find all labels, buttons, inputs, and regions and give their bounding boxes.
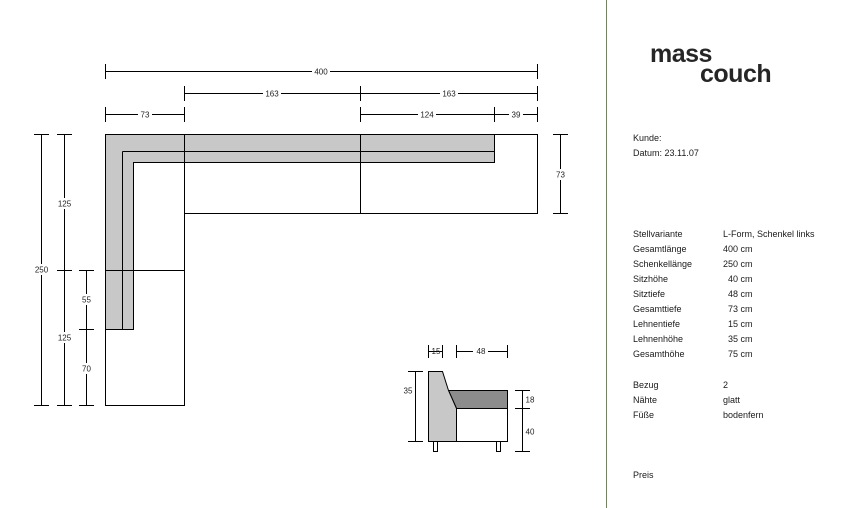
spec-label: Sitztiefe bbox=[633, 289, 666, 299]
dim-73-right: 73 bbox=[556, 171, 565, 180]
brand-line-2: couch bbox=[700, 60, 772, 88]
side-foot-back bbox=[496, 441, 501, 452]
backrest-l-shape bbox=[105, 134, 495, 330]
spec-row: Gesamttiefe 73 cm bbox=[633, 302, 815, 317]
price-label: Preis bbox=[633, 470, 654, 480]
dim-163-right: 163 bbox=[442, 90, 456, 99]
spec-label: Lehnenhöhe bbox=[633, 334, 684, 344]
dim-400: 400 bbox=[314, 68, 328, 77]
spec-label: Lehnentiefe bbox=[633, 319, 681, 329]
spec-row: Sitzhöhe 40 cm bbox=[633, 272, 815, 287]
dim-70: 70 bbox=[82, 365, 91, 374]
option-row: Nähte glatt bbox=[633, 393, 764, 408]
spec-value: 15 cm bbox=[723, 319, 753, 329]
dim-39: 39 bbox=[512, 111, 521, 120]
sofa-technical-drawing: 400 163 163 73 124 39 73 250 125 125 55 … bbox=[33, 64, 568, 452]
spec-table: Stellvariante L-Form, Schenkel links Gesa… bbox=[633, 227, 815, 362]
side-foot-front bbox=[433, 441, 438, 452]
spec-row: Stellvariante L-Form, Schenkel links bbox=[633, 227, 815, 242]
spec-value: 48 cm bbox=[723, 289, 753, 299]
page-divider bbox=[606, 0, 607, 508]
option-label: Bezug bbox=[633, 380, 659, 390]
option-value: 2 bbox=[723, 380, 729, 390]
dim-lines-left bbox=[34, 134, 94, 406]
dim-55: 55 bbox=[82, 296, 91, 305]
sofa-side-view bbox=[408, 345, 530, 452]
brand-line-1: mass bbox=[650, 40, 712, 68]
date-label: Datum: 23.11.07 bbox=[633, 148, 699, 158]
spec-label: Gesamttiefe bbox=[633, 304, 682, 314]
option-label: Nähte bbox=[633, 395, 658, 405]
spec-row: Lehnentiefe 15 cm bbox=[633, 317, 815, 332]
dim-125-upper: 125 bbox=[58, 200, 72, 209]
spec-label: Gesamtlänge bbox=[633, 244, 687, 254]
brand-logo: mass couch bbox=[650, 40, 772, 88]
dim-250: 250 bbox=[35, 266, 49, 275]
option-row: Füße bodenfern bbox=[633, 408, 764, 423]
spec-label: Gesamthöhe bbox=[633, 349, 685, 359]
side-seat-cushion bbox=[447, 390, 508, 409]
dim-18: 18 bbox=[526, 396, 535, 405]
side-backrest bbox=[428, 371, 457, 442]
dim-163-left: 163 bbox=[265, 90, 279, 99]
spec-value: 250 cm bbox=[723, 259, 753, 269]
customer-label: Kunde: bbox=[633, 133, 662, 143]
spec-label: Schenkellänge bbox=[633, 259, 693, 269]
options-table: Bezug 2 Nähte glatt Füße bodenfern bbox=[633, 378, 764, 423]
spec-label: Stellvariante bbox=[633, 229, 683, 239]
dim-125-lower: 125 bbox=[58, 334, 72, 343]
dim-48: 48 bbox=[477, 347, 486, 356]
spec-row: Lehnenhöhe 35 cm bbox=[633, 332, 815, 347]
dim-124: 124 bbox=[420, 111, 434, 120]
option-row: Bezug 2 bbox=[633, 378, 764, 393]
dimension-labels: 400 163 163 73 124 39 73 250 125 125 55 … bbox=[33, 66, 568, 437]
spec-value: 40 cm bbox=[723, 274, 753, 284]
option-label: Füße bbox=[633, 410, 655, 420]
spec-row: Sitztiefe 48 cm bbox=[633, 287, 815, 302]
dim-73-top: 73 bbox=[141, 111, 150, 120]
spec-row: Gesamthöhe 75 cm bbox=[633, 347, 815, 362]
spec-value: L-Form, Schenkel links bbox=[723, 229, 815, 239]
dim-40: 40 bbox=[526, 428, 535, 437]
spec-row: Gesamtlänge 400 cm bbox=[633, 242, 815, 257]
spec-value: 400 cm bbox=[723, 244, 753, 254]
option-value: glatt bbox=[723, 395, 741, 405]
spec-value: 35 cm bbox=[723, 334, 753, 344]
spec-row: Schenkellänge 250 cm bbox=[633, 257, 815, 272]
dim-35: 35 bbox=[404, 387, 413, 396]
spec-value: 73 cm bbox=[723, 304, 753, 314]
option-value: bodenfern bbox=[723, 410, 764, 420]
spec-label: Sitzhöhe bbox=[633, 274, 669, 284]
dim-15: 15 bbox=[432, 347, 441, 356]
spec-value: 75 cm bbox=[723, 349, 753, 359]
